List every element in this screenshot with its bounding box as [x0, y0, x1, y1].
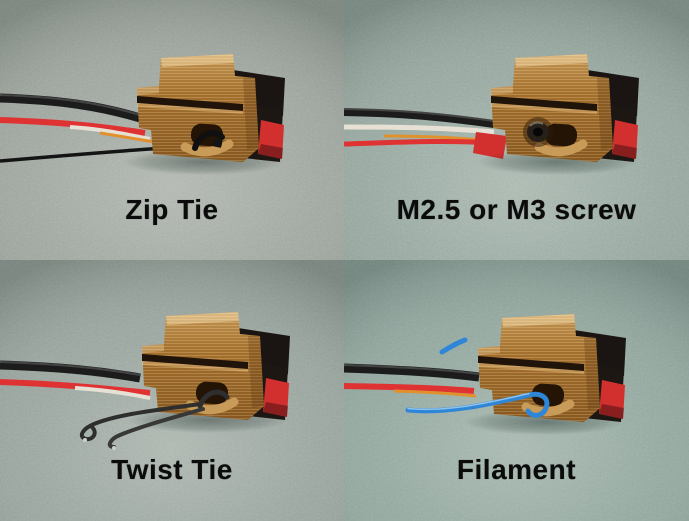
white-wire [344, 124, 495, 135]
panel-filament: Filament [344, 260, 689, 521]
red-wire [344, 138, 493, 147]
m3-screw [523, 117, 553, 147]
panel-twist-tie: Twist Tie [0, 260, 344, 521]
photo-filament [344, 260, 689, 521]
filament-strand [405, 391, 550, 418]
zip-tie-buckle [212, 138, 223, 148]
red-wire [344, 383, 475, 394]
black-wire [344, 108, 495, 128]
zip-tie-band [192, 130, 225, 151]
photo-m-screw [344, 0, 689, 260]
panel-zip-tie: Zip Tie [0, 0, 344, 260]
filament-stub [439, 337, 468, 355]
red-jst-front [473, 132, 507, 159]
panel-m-screw: M2.5 or M3 screw [344, 0, 689, 260]
black-wire [0, 360, 141, 383]
white-wire [69, 125, 151, 141]
orange-wire [393, 389, 477, 398]
black-wire [344, 363, 480, 382]
photo-twist-tie [0, 260, 344, 521]
twist-tie-wire [79, 389, 230, 450]
orange-wire [99, 131, 156, 144]
black-wire [0, 93, 142, 123]
photo-zip-tie [0, 0, 344, 260]
red-wire [0, 117, 146, 136]
white-wire [74, 386, 151, 400]
